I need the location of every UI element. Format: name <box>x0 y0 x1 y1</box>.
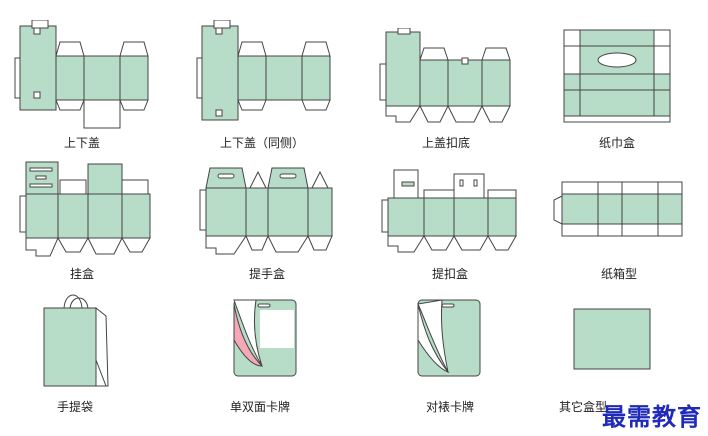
label-lock-bottom-box: 上盖扣底 <box>421 136 471 150</box>
label-handle-box: 提手盒 <box>248 267 286 281</box>
label-other-box: 其它盒型 <box>558 400 608 414</box>
diagram-paper-bag <box>36 290 196 392</box>
diagram-handle-box <box>198 160 358 260</box>
label-snap-lock-box: 提扣盒 <box>431 267 469 281</box>
label-hanging-box: 挂盒 <box>69 267 95 281</box>
label-tuck-end-same-side: 上下盖（同侧） <box>219 136 305 150</box>
label-single-double-card: 单双面卡牌 <box>229 400 291 414</box>
label-paper-bag: 手提袋 <box>56 400 94 414</box>
label-tuck-end-box: 上下盖 <box>63 136 101 150</box>
diagram-tuck-end-same-side <box>194 20 354 130</box>
watermark-text: 最需教育 <box>602 402 702 431</box>
diagram-lock-bottom-box <box>378 28 538 128</box>
diagram-snap-lock-box <box>380 166 540 256</box>
label-tissue-box: 纸巾盒 <box>598 136 636 150</box>
diagram-single-double-card <box>222 296 382 380</box>
diagram-tissue-box <box>562 26 708 126</box>
label-carton-box: 纸箱型 <box>600 267 638 281</box>
diagram-hanging-box <box>16 160 176 260</box>
label-mounted-card: 对裱卡牌 <box>425 400 475 414</box>
diagram-tuck-end-box <box>12 20 172 130</box>
diagram-carton-box <box>550 180 708 240</box>
diagram-other-box <box>570 306 708 372</box>
diagram-mounted-card <box>412 296 572 380</box>
